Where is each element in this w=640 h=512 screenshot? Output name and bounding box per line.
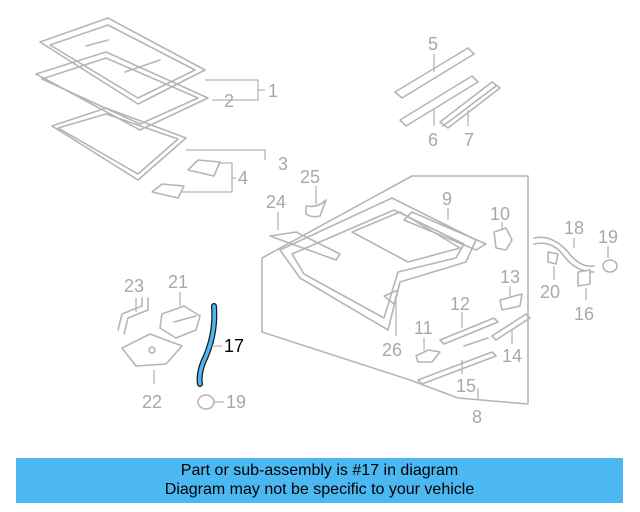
clip-19-right [602,259,618,273]
clip-20 [547,251,559,265]
parts-11-12-15 [415,317,499,385]
callout-16: 16 [574,304,594,324]
callout-8: 8 [472,407,482,427]
callout-24: 24 [266,192,286,212]
callout-labels: 1 2 3 4 5 6 7 8 9 10 11 12 13 14 15 16 1… [124,34,618,427]
leaders-1-4 [182,79,266,193]
callout-13: 13 [500,267,520,287]
callout-10: 10 [490,204,510,224]
clip-19-left [197,394,215,410]
leaders-misc [135,54,609,403]
callout-17: 17 [224,336,244,356]
callout-11: 11 [414,318,433,338]
roof-frame-assembly [261,175,529,405]
callout-19-right: 19 [598,227,618,247]
banner-line-2: Diagram may not be specific to your vehi… [164,481,475,498]
callout-4: 4 [238,168,248,188]
hose-18 [533,236,595,273]
callout-3: 3 [278,154,288,174]
hose-23 [117,297,149,335]
callout-2: 2 [224,91,234,111]
brackets-4 [151,159,221,199]
bracket-10 [493,227,513,251]
banner-line-1: Part or sub-assembly is #17 in diagram [180,462,459,479]
callout-26: 26 [382,340,402,360]
callout-21: 21 [168,272,188,292]
sunshade-frame [51,107,187,181]
callout-18: 18 [564,218,584,238]
drain-hose-24 [269,231,341,261]
parts-13-14 [491,293,531,341]
clip-16 [577,269,591,287]
bracket-22 [121,333,183,367]
callout-14: 14 [502,346,522,366]
callout-23: 23 [124,276,144,296]
callout-25: 25 [300,167,320,187]
callout-9: 9 [442,189,452,209]
info-banner: Part or sub-assembly is #17 in diagram D… [16,458,623,503]
callout-15: 15 [456,376,476,396]
callout-20: 20 [540,282,560,302]
callout-19-left: 19 [226,392,246,412]
motor-21 [159,305,201,339]
guide-rails [394,47,501,129]
callout-5: 5 [428,34,438,54]
callout-1: 1 [268,81,278,101]
deflector-25 [305,199,327,218]
drain-hose-17-highlighted[interactable] [196,303,218,387]
callout-6: 6 [428,130,438,150]
callout-7: 7 [464,130,474,150]
callout-22: 22 [142,392,162,412]
callout-12: 12 [450,294,470,314]
part-26 [383,289,399,305]
